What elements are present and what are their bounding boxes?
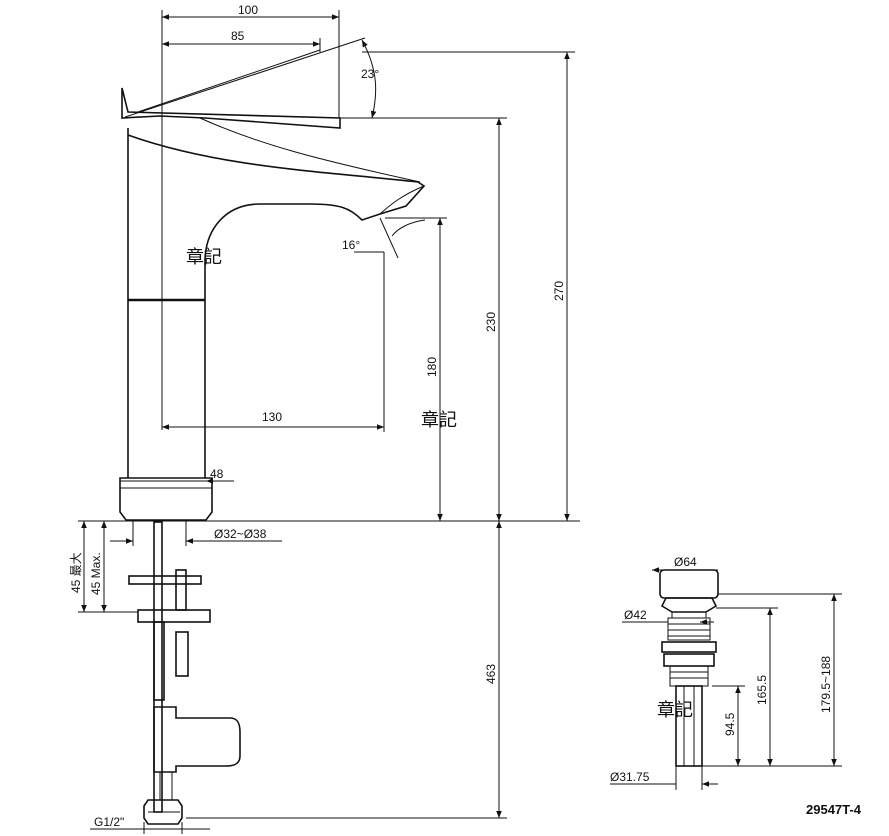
drain-dim-42-label: Ø42 [624,608,647,622]
mounting-assembly [128,521,241,825]
model-code: 29547T-4 [806,802,862,817]
flexible-hose-block [153,706,241,773]
hole-diameter-label: Ø32~Ø38 [214,527,267,541]
faucet-dimension-lines [78,10,575,834]
dim-230-label: 230 [484,312,498,332]
drain-dim-179-5-188-label: 179.5~188 [819,656,833,713]
drain-outline [659,569,719,767]
dim-100-label: 100 [238,3,258,17]
drain-dim-165-5-label: 165.5 [755,675,769,705]
angle-23-label: 23° [361,67,379,81]
drain-cap [659,569,719,599]
drain-dim-64-label: Ø64 [674,555,697,569]
faucet-outline [119,37,426,521]
spout-body [127,128,426,300]
watermark-2: 章記 [421,410,457,431]
dim-85-label: 85 [231,29,245,43]
dim-463-label: 463 [484,664,498,684]
max-thickness-cn-label: 45 最大 [69,552,83,593]
drain-dim-94-5-label: 94.5 [723,712,737,736]
handle-lever [121,87,341,129]
watermark-1: 章記 [186,247,222,268]
watermark-3: 章記 [657,700,693,721]
drain-dim-31-75-label: Ø31.75 [610,770,650,784]
max-thickness-en-label: 45 Max. [89,552,103,595]
dim-180-label: 180 [425,357,439,377]
dim-270-label: 270 [552,281,566,301]
drain-pipe [675,685,703,767]
dim-48-label: 48 [210,467,224,481]
dim-130-label: 130 [262,410,282,424]
faucet-base [119,477,213,521]
thread-label: G1/2" [94,815,124,829]
angle-16-label: 16° [342,238,360,252]
drain-dimension-lines [610,567,842,790]
